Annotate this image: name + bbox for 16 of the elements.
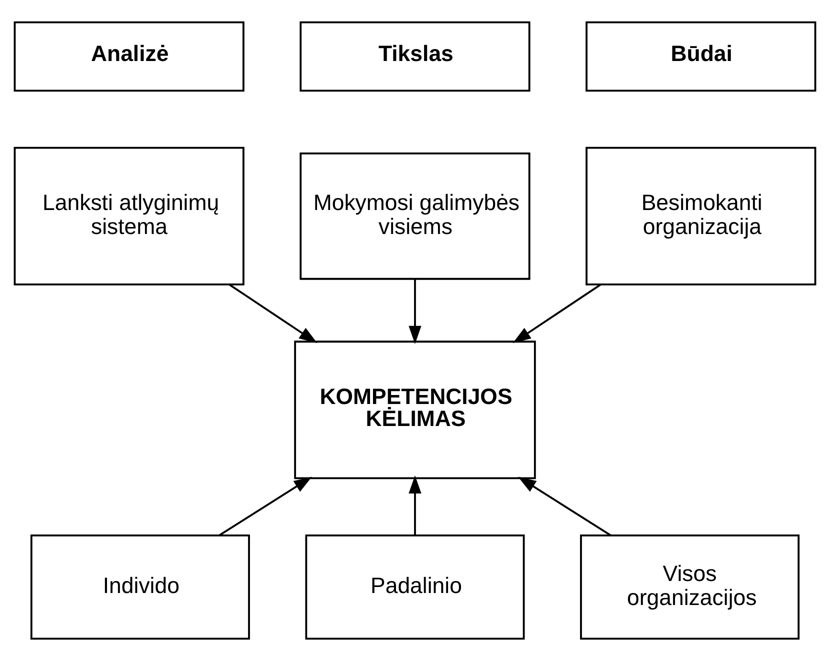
node-box: Analizė bbox=[14, 21, 244, 92]
node-box: Padalinio bbox=[305, 534, 525, 640]
node-box: Visos organizacijos bbox=[580, 534, 800, 640]
node-box: Mokymosi galimybės visiems bbox=[300, 152, 530, 280]
node-box: Besimokanti organizacija bbox=[586, 146, 816, 286]
arrow bbox=[512, 284, 602, 344]
node-box: KOMPETENCIJOS KĖLIMAS bbox=[294, 340, 536, 480]
arrow bbox=[228, 284, 318, 344]
node-box: Lanksti atlyginimų sistema bbox=[14, 146, 244, 286]
node-box: Tikslas bbox=[300, 21, 530, 92]
arrow bbox=[518, 476, 612, 536]
arrow bbox=[408, 279, 422, 344]
node-box: Būdai bbox=[586, 21, 816, 92]
node-box: Individo bbox=[30, 534, 250, 640]
arrow bbox=[218, 476, 312, 536]
arrow bbox=[408, 475, 422, 536]
